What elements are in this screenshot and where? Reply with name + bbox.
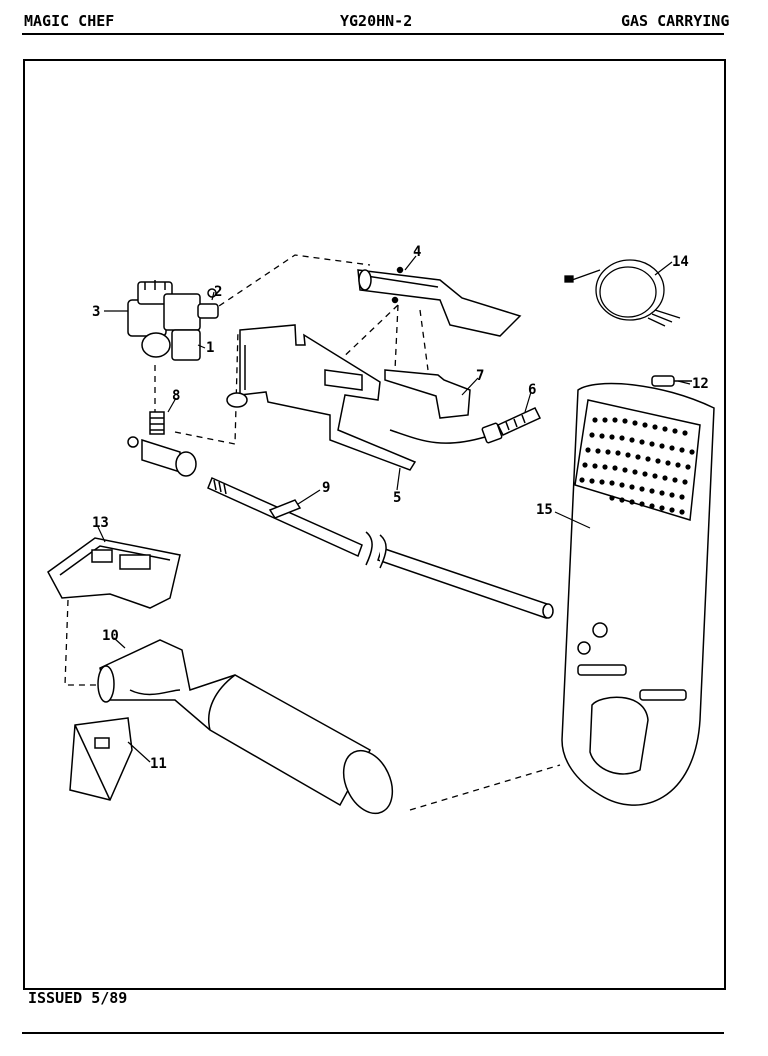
part-number-14: 14 — [672, 254, 689, 270]
part-number-1: 1 — [206, 340, 214, 356]
part-number-9: 9 — [322, 480, 330, 496]
part-number-7: 7 — [476, 368, 484, 384]
mounting-bracket — [226, 324, 417, 471]
gas-tube — [207, 476, 554, 619]
valve-assembly — [127, 280, 219, 361]
footer-rule — [22, 1032, 724, 1034]
shield-perforations — [579, 417, 695, 515]
header-rule — [22, 33, 724, 35]
part-number-5: 5 — [393, 490, 401, 506]
part-number-3: 3 — [92, 304, 100, 320]
part-number-11: 11 — [150, 756, 167, 772]
orifice-elbow — [127, 411, 197, 477]
brand-label: MAGIC CHEF — [24, 12, 115, 30]
part-number-12: 12 — [692, 376, 709, 392]
leader-lines — [97, 255, 691, 763]
sensor-clip — [651, 375, 692, 387]
part-number-13: 13 — [92, 515, 109, 531]
part-number-8: 8 — [172, 388, 180, 404]
part-number-15: 15 — [536, 502, 553, 518]
igniter — [389, 407, 542, 444]
issue-date: ISSUED 5/89 — [28, 989, 128, 1007]
diagram-frame — [23, 59, 726, 990]
burner-bracket — [357, 266, 522, 337]
part-number-10: 10 — [102, 628, 119, 644]
flame-sensor — [47, 537, 181, 609]
heater-shield-panel — [561, 382, 715, 806]
igniter-bracket — [384, 369, 471, 419]
part-number-2: 2 — [214, 284, 222, 300]
model-number: YG20HN-2 — [340, 12, 413, 30]
assembly-lines — [64, 254, 561, 811]
burner-tube — [97, 639, 394, 815]
part-number-6: 6 — [528, 382, 536, 398]
part-number-4: 4 — [413, 244, 421, 260]
wire-harness — [564, 259, 681, 327]
section-title: GAS CARRYING — [621, 12, 730, 30]
tube-support — [69, 717, 133, 801]
